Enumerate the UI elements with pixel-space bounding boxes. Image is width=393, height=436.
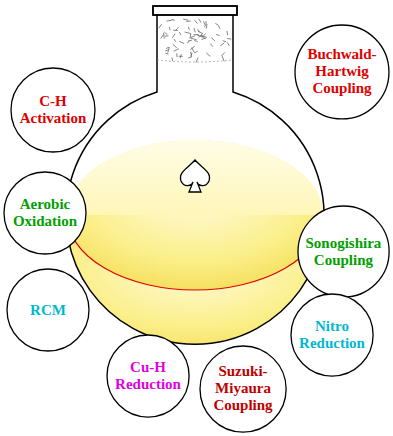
reaction-circle: Nitro Reduction bbox=[290, 293, 374, 377]
reaction-circle: Cu-H Reduction bbox=[106, 334, 190, 418]
reaction-name: Aerobic Oxidation bbox=[6, 196, 84, 230]
reaction-name: C-H Activation bbox=[13, 93, 93, 127]
reaction-circle: Aerobic Oxidation bbox=[3, 171, 87, 255]
reaction-name: Suzuki-Miyaura Coupling bbox=[205, 363, 281, 414]
reaction-name: Buchwald-Hartwig Coupling bbox=[303, 46, 381, 97]
reaction-name: Sonogishira Coupling bbox=[297, 235, 389, 269]
reaction-circle: Sonogishira Coupling bbox=[297, 205, 390, 298]
spade-symbol bbox=[180, 160, 209, 192]
reaction-circle: Buchwald-Hartwig Coupling bbox=[294, 24, 390, 120]
reaction-circle: C-H Activation bbox=[10, 67, 96, 153]
reaction-circle: RCM bbox=[6, 268, 90, 352]
reaction-name: Cu-H Reduction bbox=[109, 359, 187, 393]
reaction-name: RCM bbox=[9, 302, 87, 319]
reaction-circle: Suzuki-Miyaura Coupling bbox=[199, 345, 287, 433]
reaction-name: Nitro Reduction bbox=[293, 318, 371, 352]
